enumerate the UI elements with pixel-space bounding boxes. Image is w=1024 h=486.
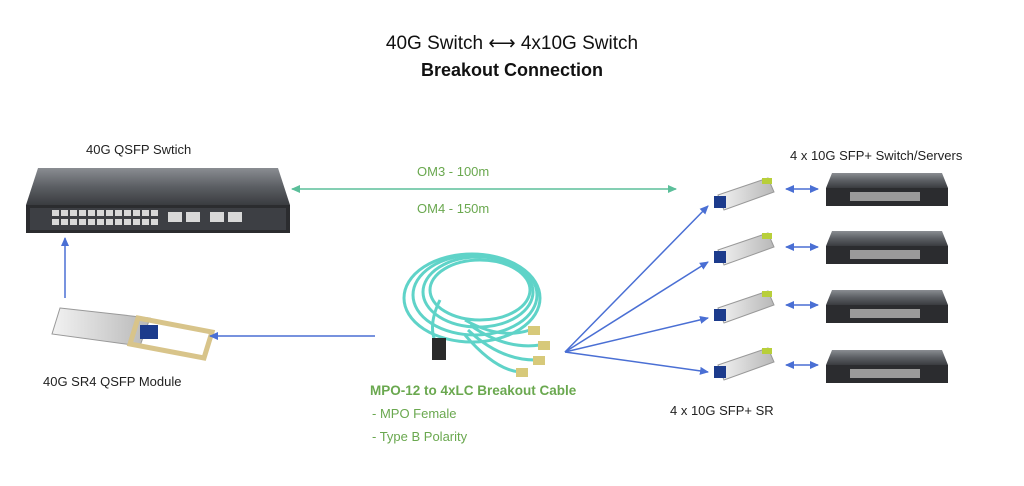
cable-detail: - MPO Female <box>372 406 457 421</box>
right-switch-icon <box>826 290 948 323</box>
left-switch-label: 40G QSFP Swtich <box>86 142 192 157</box>
diagram-subtitle: Breakout Connection <box>420 60 603 80</box>
sfp-module-icon <box>714 177 775 211</box>
diagram-title: 40G Switch ⟷ 4x10G Switch <box>385 33 639 54</box>
sfp-module-icon <box>714 347 775 381</box>
om4-label: OM4 - 150m <box>417 201 490 216</box>
breakout-cable-icon <box>402 252 542 374</box>
right-switch-icon <box>826 173 948 206</box>
left-switch-icon <box>26 168 290 233</box>
sfp-module-icon <box>714 232 775 266</box>
right-switch-icon <box>826 231 948 264</box>
cable-detail: - Type B Polarity <box>372 429 468 444</box>
sfp-to-switch-arrows <box>785 185 819 369</box>
cable-name: MPO-12 to 4xLC Breakout Cable <box>370 383 577 398</box>
qsfp-module-label: 40G SR4 QSFP Module <box>43 374 182 389</box>
right-switch-icon <box>826 350 948 383</box>
mpo-connector-icon <box>432 338 446 360</box>
sfp-module-icon <box>714 290 775 324</box>
breakout-fanout-arrows <box>564 205 709 375</box>
om3-label: OM3 - 100m <box>417 164 490 179</box>
lc-connectors-icon <box>516 326 550 377</box>
sfp-modules-label: 4 x 10G SFP+ SR <box>670 403 774 418</box>
right-switches-label: 4 x 10G SFP+ Switch/Servers <box>790 148 963 163</box>
qsfp-module-icon <box>51 307 216 361</box>
